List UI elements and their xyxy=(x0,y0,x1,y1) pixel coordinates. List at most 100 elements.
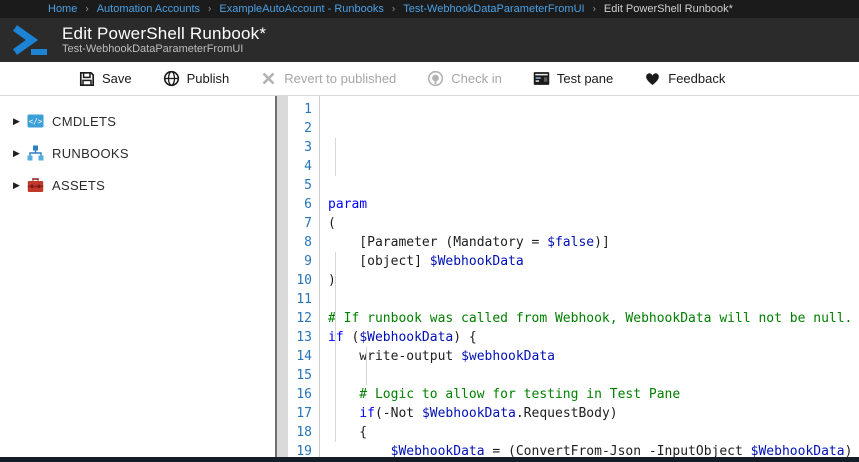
breadcrumb-item: Edit PowerShell Runbook* xyxy=(603,3,733,15)
sidebar-item-runbooks[interactable]: ▶RUNBOOKS xyxy=(13,141,275,165)
test-pane-button[interactable]: Test pane xyxy=(533,70,613,87)
revert-icon xyxy=(260,70,277,87)
breadcrumb-separator: › xyxy=(391,3,396,14)
breadcrumb-item[interactable]: ExampleAutoAccount - Runbooks xyxy=(219,3,384,15)
code-line: ) xyxy=(328,271,859,290)
code-token: $webhookData xyxy=(461,349,555,364)
code-token: $WebhookData xyxy=(429,254,524,269)
code-line: { xyxy=(328,423,859,442)
sidebar-item-cmdlets[interactable]: ▶ </> CMDLETS xyxy=(13,109,275,133)
code-line: # If runbook was called from Webhook, We… xyxy=(328,309,859,328)
revert-to-published-button[interactable]: Revert to published xyxy=(260,70,396,87)
line-number: 6 xyxy=(304,197,312,212)
toolbar-button-label: Publish xyxy=(186,71,230,86)
save-icon xyxy=(78,70,95,87)
line-number: 4 xyxy=(304,159,312,174)
svg-text:</>: </> xyxy=(29,117,43,126)
code-token: write-output xyxy=(328,349,462,364)
code-line: write-output $webhookData xyxy=(328,347,859,366)
code-line: $WebhookData = (ConvertFrom-Json -InputO… xyxy=(328,442,859,457)
line-number: 16 xyxy=(296,387,312,402)
line-number: 5 xyxy=(304,178,312,193)
code-token: { xyxy=(328,425,368,440)
code-token: # Logic to allow for testing in Test Pan… xyxy=(328,387,681,402)
code-token: $false xyxy=(547,235,595,250)
publish-button[interactable]: Publish xyxy=(163,70,230,87)
code-line: param xyxy=(328,195,859,214)
toolbar-button-label: Save xyxy=(102,71,132,86)
code-token: if xyxy=(359,406,375,421)
breadcrumb-separator: › xyxy=(208,3,212,14)
indent-guide xyxy=(335,252,336,442)
code-line: if(-Not $WebhookData.RequestBody) xyxy=(328,404,859,423)
check-in-button[interactable]: Check in xyxy=(427,70,502,87)
sidebar-splitter[interactable] xyxy=(277,96,288,457)
chevron-right-icon[interactable]: ▶ xyxy=(13,115,20,126)
code-token: $WebhookData xyxy=(750,444,845,457)
save-button[interactable]: Save xyxy=(78,70,132,87)
code-line xyxy=(328,290,859,309)
code-token: ( xyxy=(343,330,360,345)
code-token xyxy=(328,444,391,457)
toolbar-button-label: Feedback xyxy=(668,71,726,86)
code-line xyxy=(328,366,859,385)
code-token: $WebhookData xyxy=(390,444,485,457)
line-number: 10 xyxy=(296,273,312,288)
sidebar-item-label: CMDLETS xyxy=(52,113,117,129)
feedback-icon xyxy=(644,70,661,87)
library-sidebar: ▶</>CMDLETS▶RUNBOOKS▶ASSETS xyxy=(0,96,277,457)
code-token: (-Not xyxy=(374,406,422,421)
page-title: Edit PowerShell Runbook* xyxy=(62,24,267,43)
page-header: Edit PowerShell Runbook* Test-WebhookDat… xyxy=(0,18,859,62)
line-number: 1 xyxy=(304,102,312,117)
code-input-area[interactable]: param( [Parameter (Mandatory = $false)] … xyxy=(320,96,859,457)
code-line: # Logic to allow for testing in Test Pan… xyxy=(328,385,859,404)
line-number: 11 xyxy=(296,292,312,307)
code-line: [Parameter (Mandatory = $false)] xyxy=(328,233,859,252)
sidebar-item-label: ASSETS xyxy=(52,177,106,193)
testpane-icon xyxy=(533,70,550,87)
indent-guide xyxy=(366,347,367,385)
chevron-right-icon[interactable]: ▶ xyxy=(13,179,20,190)
code-token: .RequestBody) xyxy=(515,406,618,421)
line-number: 18 xyxy=(296,425,312,440)
feedback-button[interactable]: Feedback xyxy=(644,70,725,87)
line-number: 8 xyxy=(304,235,312,250)
runbooks-icon xyxy=(27,145,45,161)
header-text: Edit PowerShell Runbook* Test-WebhookDat… xyxy=(62,24,266,56)
command-toolbar: Save Publish Revert to published Check in Te… xyxy=(0,62,859,96)
line-number: 15 xyxy=(296,368,312,383)
code-token: ) xyxy=(328,273,336,288)
toolbar-button-label: Check in xyxy=(451,71,502,86)
code-token: [object] xyxy=(328,254,430,269)
code-token: )] xyxy=(594,235,610,250)
breadcrumb-separator: › xyxy=(592,3,596,14)
line-number: 2 xyxy=(304,121,312,136)
line-number: 3 xyxy=(304,140,312,155)
breadcrumb-item[interactable]: Automation Accounts xyxy=(96,3,201,15)
breadcrumb-item[interactable]: Home xyxy=(48,3,78,15)
assets-icon xyxy=(27,177,45,193)
publish-icon xyxy=(163,70,180,87)
code-token: # If runbook was called from Webhook, We… xyxy=(328,311,853,326)
sidebar-item-assets[interactable]: ▶ ASSETS xyxy=(13,173,275,197)
cmdlets-icon: </> xyxy=(27,113,45,129)
checkin-icon xyxy=(427,70,444,87)
code-line: [object] $WebhookData xyxy=(328,252,859,271)
breadcrumb-item[interactable]: Test-WebhookDataParameterFromUI xyxy=(403,3,585,15)
code-line: if ($WebhookData) { xyxy=(328,328,859,347)
code-token xyxy=(328,406,359,421)
line-number: 7 xyxy=(304,216,312,231)
line-number: 13 xyxy=(296,330,312,345)
bottom-edge-bar xyxy=(0,457,859,462)
code-token: $WebhookData xyxy=(359,330,454,345)
code-token: = (ConvertFrom-Json -InputObject xyxy=(484,444,751,457)
code-token: $WebhookData xyxy=(421,406,516,421)
line-number: 12 xyxy=(296,311,312,326)
chevron-right-icon[interactable]: ▶ xyxy=(13,147,20,158)
indent-guide xyxy=(335,138,336,176)
code-token: [Parameter (Mandatory = xyxy=(328,235,548,250)
